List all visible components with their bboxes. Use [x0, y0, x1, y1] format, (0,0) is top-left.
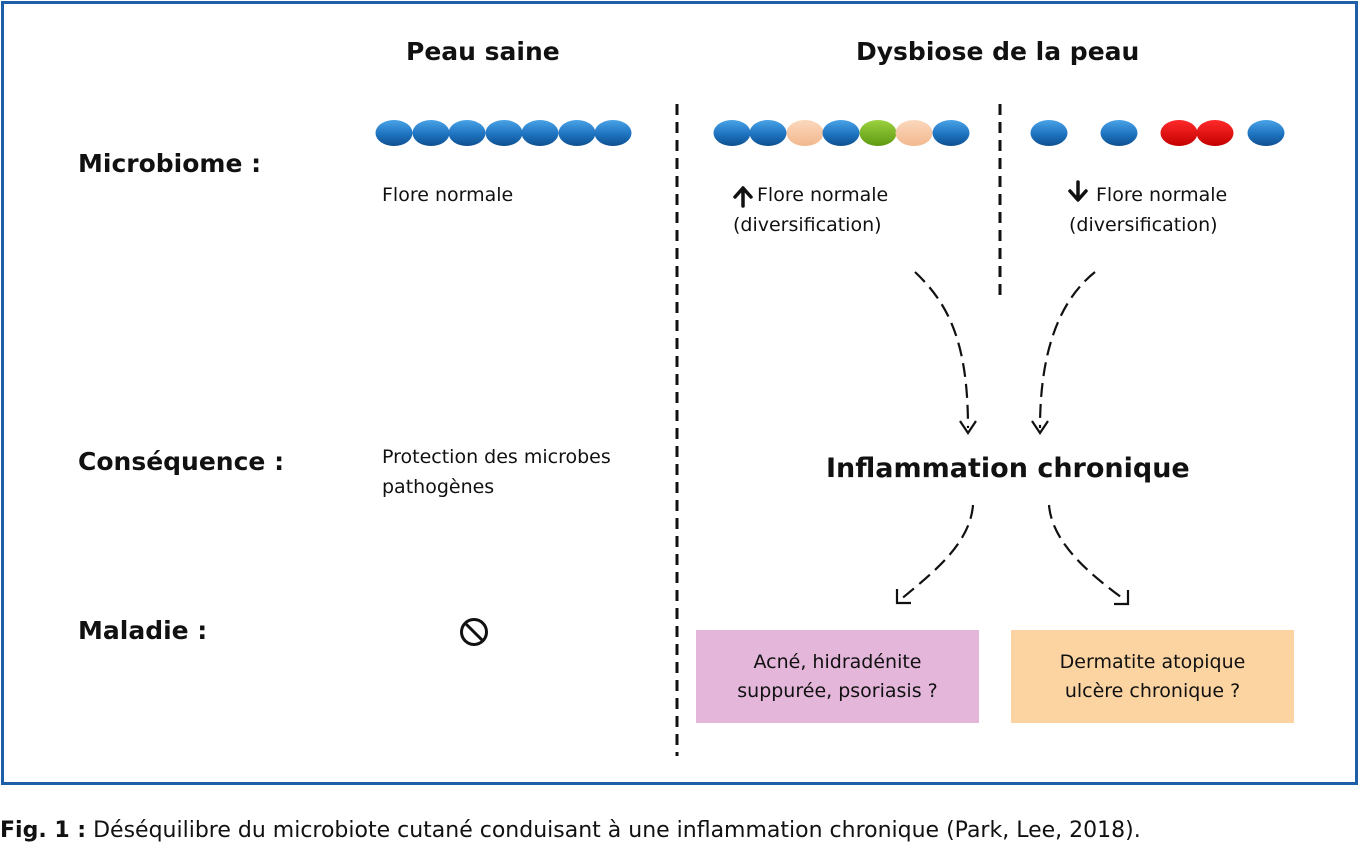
dysbiosis-decrease-text: Flore normale (diversification)	[1069, 180, 1227, 240]
inflammation-label: Inflammation chronique	[826, 453, 1190, 484]
bacterium-blue	[713, 120, 751, 146]
bacteria-row-dysbiosis-increase	[713, 120, 970, 146]
figure-frame	[1, 1, 1358, 785]
heading-healthy-skin: Peau saine	[406, 37, 560, 66]
bacterium-blue	[749, 120, 787, 146]
bacteria-row-dysbiosis-decrease	[1030, 120, 1285, 146]
outcome-dermatitis-line2: ulcère chronique ?	[1064, 679, 1241, 702]
bacterium-blue	[1100, 120, 1138, 146]
bacterium-blue	[448, 120, 486, 146]
bacterium-blue	[594, 120, 632, 146]
arrow-down-icon	[1068, 180, 1088, 202]
bacterium-blue	[375, 120, 413, 146]
row-label-microbiome: Microbiome :	[78, 149, 262, 178]
dysbiosis-decrease-line1: Flore normale	[1096, 184, 1228, 206]
healthy-consequence-line2: pathogènes	[382, 476, 495, 498]
bacterium-peach	[895, 120, 933, 146]
dysbiosis-decrease-line2: (diversification)	[1069, 214, 1218, 236]
bacterium-blue	[932, 120, 970, 146]
outcome-acne-line2: suppurée, psoriasis ?	[737, 679, 938, 702]
bacterium-red	[1160, 120, 1198, 146]
outcome-box-acne: Acné, hidradénite suppurée, psoriasis ?	[696, 630, 979, 723]
figure-caption: Fig. 1 : Déséquilibre du microbiote cuta…	[0, 818, 1141, 843]
outcome-acne-line1: Acné, hidradénite	[753, 650, 922, 673]
dysbiosis-increase-text: Flore normale (diversification)	[733, 180, 888, 240]
outcome-dermatitis-line1: Dermatite atopique	[1059, 650, 1246, 673]
bacterium-peach	[786, 120, 824, 146]
prohibited-icon	[460, 618, 488, 646]
healthy-microbiome-text: Flore normale	[382, 184, 514, 206]
bacterium-blue	[412, 120, 450, 146]
row-label-consequence: Conséquence :	[78, 447, 285, 476]
heading-skin-dysbiosis: Dysbiose de la peau	[856, 37, 1140, 66]
bacteria-row-healthy	[375, 120, 632, 146]
arrow-decrease-to-inflammation	[1031, 271, 1096, 435]
bacterium-blue	[521, 120, 559, 146]
row-label-disease: Maladie :	[78, 616, 208, 645]
healthy-consequence-text: Protection des microbes pathogènes	[382, 442, 611, 502]
arrow-inflammation-to-dermatitis	[1047, 504, 1130, 606]
bacterium-green	[859, 120, 897, 146]
arrow-increase-to-inflammation	[914, 271, 977, 435]
dysbiosis-increase-line1: Flore normale	[757, 184, 889, 206]
bacterium-blue	[485, 120, 523, 146]
bacterium-red	[1196, 120, 1234, 146]
healthy-consequence-line1: Protection des microbes	[382, 446, 611, 468]
arrow-up-icon	[733, 186, 753, 208]
dysbiosis-increase-line2: (diversification)	[733, 214, 882, 236]
caption-text: Déséquilibre du microbiote cutané condui…	[86, 818, 1141, 843]
bacterium-blue	[558, 120, 596, 146]
bacterium-blue	[1247, 120, 1285, 146]
bacterium-blue	[1030, 120, 1068, 146]
arrow-inflammation-to-acne	[895, 504, 975, 605]
outcome-box-dermatitis: Dermatite atopique ulcère chronique ?	[1011, 630, 1294, 723]
bacterium-blue	[822, 120, 860, 146]
caption-label: Fig. 1 :	[0, 818, 87, 843]
